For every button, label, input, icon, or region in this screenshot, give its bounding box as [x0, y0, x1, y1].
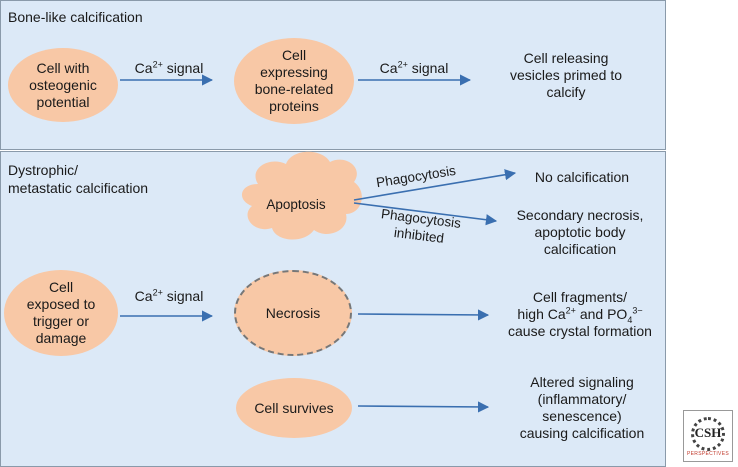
expressing-line3: bone-related — [254, 81, 334, 97]
arrow-necrosis-to-fragments — [357, 309, 490, 321]
logo-ring-icon — [691, 417, 725, 451]
vesicles-line3: calcify — [546, 84, 586, 100]
arrow-apoptosis-to-no-calcification — [353, 169, 517, 201]
expressing-line4: proteins — [269, 98, 319, 114]
expressing-line2: expressing — [260, 64, 328, 80]
outcome-cell-fragments: Cell fragments/ high Ca2+ and PO43− caus… — [494, 289, 666, 340]
outcome-altered-signaling: Altered signaling (inflammatory/ senesce… — [500, 374, 664, 442]
vesicles-line2: vesicles primed to — [509, 67, 623, 83]
secondary-line2: apoptotic body — [534, 224, 626, 240]
osteogenic-line2: osteogenic — [29, 76, 97, 93]
osteogenic-line3: potential — [36, 93, 90, 110]
secondary-line3: calcification — [543, 241, 617, 257]
altered-line4: causing calcification — [519, 425, 645, 441]
expressing-line1: Cell — [281, 47, 307, 63]
osteogenic-line1: Cell with — [36, 59, 90, 76]
arrow-apoptosis-to-secondary-necrosis — [353, 202, 498, 226]
exposed-line1: Cell — [48, 279, 74, 295]
exposed-line2: exposed to — [26, 296, 96, 312]
vesicles-line1: Cell releasing — [523, 50, 609, 66]
outcome-secondary-necrosis: Secondary necrosis, apoptotic body calci… — [496, 207, 664, 258]
necrosis-label: Necrosis — [265, 304, 321, 321]
arrow-survives-to-altered — [357, 401, 490, 413]
logo-main-text: CSH — [694, 425, 722, 440]
ca-signal-label-3: Ca2+ signal — [134, 287, 204, 304]
fragments-line2: high Ca2+ and PO43− — [517, 305, 643, 325]
ca-signal-label-1: Ca2+ signal — [134, 59, 204, 76]
secondary-line1: Secondary necrosis, — [516, 207, 644, 223]
logo-sub-text: PERSPECTIVES — [687, 451, 729, 457]
node-expressing-cell: Cell expressing bone-related proteins — [234, 38, 354, 124]
ca-signal-label-2: Ca2+ signal — [379, 59, 449, 76]
apoptosis-label: Apoptosis — [266, 197, 326, 212]
csh-perspectives-logo: CSH PERSPECTIVES — [683, 410, 733, 462]
altered-line1: Altered signaling — [530, 374, 634, 390]
node-osteogenic-cell: Cell with osteogenic potential — [8, 48, 118, 122]
bone-like-title: Bone-like calcification — [8, 9, 143, 25]
dystrophic-title-line2: metastatic calcification — [8, 180, 149, 196]
exposed-line4: damage — [35, 330, 87, 346]
dystrophic-title-line1: Dystrophic/ — [8, 162, 79, 178]
outcome-vesicles: Cell releasing vesicles primed to calcif… — [486, 50, 646, 101]
fragments-line1: Cell fragments/ — [532, 289, 628, 305]
apoptosis-cloud — [241, 151, 362, 240]
fragments-line3: cause crystal formation — [508, 323, 652, 339]
outcome-no-calcification: No calcification — [534, 169, 630, 185]
cell-survives-label: Cell survives — [254, 399, 334, 416]
node-exposed-cell: Cell exposed to trigger or damage — [4, 270, 118, 356]
altered-line2: (inflammatory/ — [537, 391, 627, 407]
node-cell-survives: Cell survives — [236, 378, 352, 438]
exposed-line3: trigger or — [32, 313, 90, 329]
node-necrosis: Necrosis — [234, 270, 352, 356]
altered-line3: senescence) — [542, 408, 622, 424]
